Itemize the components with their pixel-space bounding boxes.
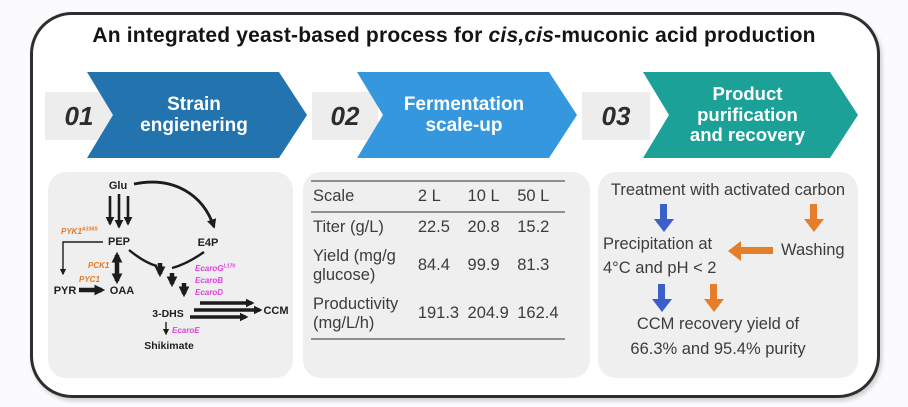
node-shikimate: Shikimate xyxy=(144,340,194,352)
gene-ecarod: EcaroD xyxy=(195,288,223,297)
table-row-productivity: Productivity (mg/L/h) 191.3 204.9 162.4 xyxy=(311,289,565,340)
purification-result-line2: 66.3% and 95.4% purity xyxy=(630,340,806,358)
purification-step2-line2: 4°C and pH < 2 xyxy=(603,259,717,277)
curve-e4p-shikimate-branch xyxy=(171,251,205,270)
arrow-glu-e4p xyxy=(133,180,217,229)
cell-value: 22.5 xyxy=(417,217,450,236)
gene-ecarob: EcaroB xyxy=(195,276,223,285)
cell-value: 84.4 xyxy=(417,256,450,275)
chevron-arrow-icon xyxy=(87,72,307,158)
gene-ecaroe: EcaroE xyxy=(172,326,200,335)
cell-value: 81.3 xyxy=(517,256,550,275)
row-label: Yield (mg/g glucose) xyxy=(313,246,396,284)
table-header-row: Scale 2 L 10 L 50 L xyxy=(311,180,565,213)
gene-pyk1: PYK1A336S xyxy=(61,227,98,237)
cell-value: 99.9 xyxy=(467,256,500,275)
cell-value: 204.9 xyxy=(465,289,516,340)
scale-table: Scale 2 L 10 L 50 L Titer (g/L) 22.5 20.… xyxy=(311,180,565,340)
step1-number: 01 xyxy=(64,100,94,131)
chevron-arrow-icon xyxy=(357,72,577,158)
arrow-pep-pyr xyxy=(59,241,103,276)
step2-chevron: Fermentation scale-up xyxy=(357,72,577,158)
step1-label: Strain engienering xyxy=(140,93,248,136)
node-e4p: E4P xyxy=(198,237,219,249)
purification-panel: Treatment with activated carbon Precipit… xyxy=(598,172,858,378)
curve-pep-shikimate-branch xyxy=(128,249,158,268)
cell-value: 191.3 xyxy=(415,289,466,340)
table-header-10l: 10 L xyxy=(465,180,516,213)
figure-title: An integrated yeast-based process for ci… xyxy=(40,24,868,48)
step3-number: 03 xyxy=(601,100,631,131)
node-oaa: OAA xyxy=(110,285,135,297)
fermentation-table-panel: Scale 2 L 10 L 50 L Titer (g/L) 22.5 20.… xyxy=(303,172,590,378)
row-label: Productivity (mg/L/h) xyxy=(311,289,416,340)
step3-number-band: 03 xyxy=(582,92,650,140)
table-row-titer: Titer (g/L) 22.5 20.8 15.2 xyxy=(311,212,565,242)
chevron-arrow-icon xyxy=(643,72,858,158)
table-header-50l: 50 L xyxy=(515,180,565,213)
step3-chevron: Product purification and recovery xyxy=(643,72,858,158)
step1-chevron: Strain engienering xyxy=(87,72,307,158)
blue-down-arrow-icon xyxy=(660,204,667,219)
step2-label: Fermentation scale-up xyxy=(403,93,525,136)
row-label: Titer (g/L) xyxy=(313,217,384,236)
title-italic-cis-cis: cis,cis xyxy=(488,24,555,47)
cell-value: 15.2 xyxy=(517,217,550,236)
cell-value: 20.8 xyxy=(467,217,500,236)
orange-down-arrow-icon xyxy=(810,204,817,219)
purification-step1-text: Treatment with activated carbon xyxy=(610,181,846,199)
node-ccm: CCM xyxy=(263,305,288,317)
gene-ecarog: EcaroGL170 xyxy=(195,264,235,274)
node-pep: PEP xyxy=(108,236,130,248)
node-glucose: Glu xyxy=(109,180,127,192)
node-3dhs: 3-DHS xyxy=(152,308,184,320)
cell-value: 162.4 xyxy=(515,289,565,340)
gene-pck1: PCK1 xyxy=(88,261,110,270)
title-suffix: -muconic acid production xyxy=(554,24,816,47)
step2-number-band: 02 xyxy=(312,92,378,140)
table-header-2l: 2 L xyxy=(415,180,466,213)
orange-down-arrow-icon xyxy=(710,284,717,299)
orange-left-arrow-icon xyxy=(741,247,773,254)
gene-pyc1: PYC1 xyxy=(79,275,100,284)
metabolic-pathway-diagram: Glu PYK1A336S PEP E4P PCK1 PYC1 PYR OAA … xyxy=(54,180,289,352)
blue-down-arrow-icon xyxy=(658,284,665,299)
washing-label: Washing xyxy=(781,241,845,259)
table-row-yield: Yield (mg/g glucose) 84.4 99.9 81.3 xyxy=(311,242,565,290)
step2-number: 02 xyxy=(330,100,360,131)
purification-result-line1: CCM recovery yield of xyxy=(636,315,800,333)
step1-number-band: 01 xyxy=(45,92,113,140)
purification-step2-line1: Precipitation at xyxy=(603,235,713,253)
table-header-scale: Scale xyxy=(311,180,416,213)
step3-label: Product purification and recovery xyxy=(689,82,806,146)
pathway-panel: Glu PYK1A336S PEP E4P PCK1 PYC1 PYR OAA … xyxy=(48,172,293,378)
title-prefix: An integrated yeast-based process for xyxy=(92,24,489,47)
node-pyr: PYR xyxy=(54,285,77,297)
